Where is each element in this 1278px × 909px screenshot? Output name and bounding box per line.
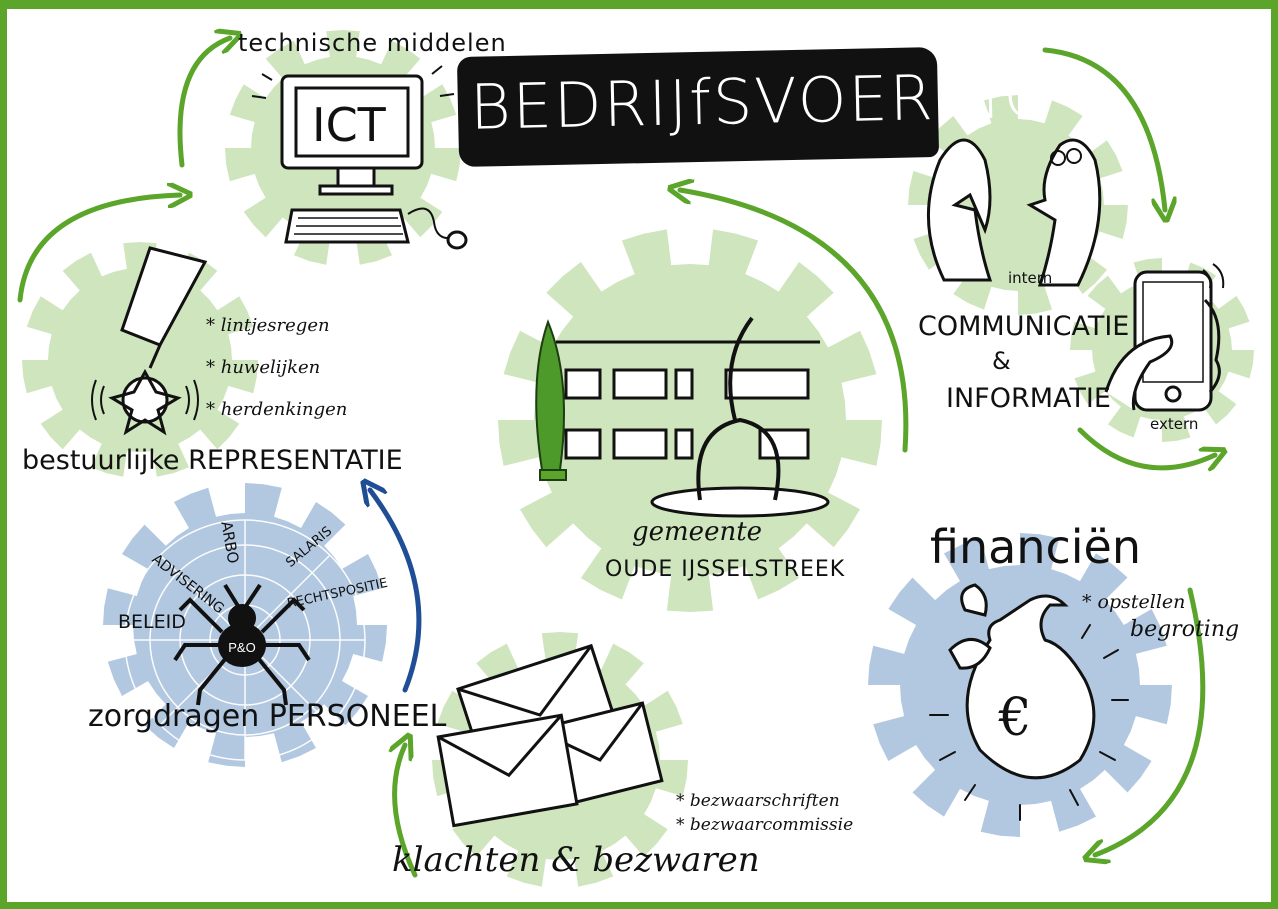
gear-gemeente <box>498 229 882 612</box>
repr-item-1: * lintjesregen <box>206 315 330 336</box>
page-title: BEDRIJfSVOERING <box>469 58 1055 144</box>
financien-title: financiën <box>930 520 1141 574</box>
extern-label: extern <box>1150 415 1199 433</box>
arrow-repr-to-ict <box>17 195 180 303</box>
arrow-klachten-up <box>395 745 418 878</box>
repr-item-3: * herdenkingen <box>206 399 348 420</box>
ict-screen-label: ICT <box>312 98 386 152</box>
gear-representatie <box>22 242 258 477</box>
arrow-top-right <box>1042 47 1165 210</box>
repr-caption: bestuurlijke REPRESENTATIE <box>22 445 403 476</box>
spider-icon <box>173 583 311 706</box>
intern-label: intern <box>1008 269 1053 287</box>
town-hall-building-icon <box>556 316 830 518</box>
arrow-ict-up <box>177 38 230 168</box>
two-people-talking-icon <box>927 138 1102 287</box>
spider-label: P&O <box>228 640 255 655</box>
personeel-caption: zorgdragen PERSONEEL <box>88 699 447 734</box>
poplar-tree-icon <box>535 319 567 481</box>
gemeente-line1: gemeente <box>632 517 763 547</box>
communicatie-line3: INFORMATIE <box>946 383 1111 414</box>
money-bag-ray-icons <box>929 624 1129 821</box>
envelopes-icon <box>436 643 664 828</box>
money-bag-icon <box>948 583 1096 780</box>
repr-item-2: * huwelijken <box>206 357 321 378</box>
ict-caption: technische middelen <box>238 29 507 57</box>
communicatie-line1: COMMUNICATIE <box>918 311 1130 342</box>
euro-symbol: € <box>997 688 1031 748</box>
gemeente-line2: OUDE IJSSELSTREEK <box>605 557 846 582</box>
klachten-item-2: * bezwaarcommissie <box>676 815 854 835</box>
smartphone-icon <box>1104 263 1225 412</box>
klachten-item-1: * bezwaarschriften <box>676 791 840 811</box>
medal-icon <box>91 246 208 436</box>
screen-ray-icons <box>251 65 455 99</box>
arrow-personeel-up <box>370 490 422 693</box>
communicatie-line2: & <box>992 347 1011 375</box>
arrow-fin-down <box>1095 587 1206 855</box>
arrow-comm-bottom <box>1077 427 1215 468</box>
computer-icon <box>280 74 468 250</box>
arrow-center <box>680 190 909 453</box>
klachten-caption: klachten & bezwaren <box>392 840 760 880</box>
web-word-beleid: BELEID <box>118 611 186 633</box>
financien-item-line2: begroting <box>1130 617 1240 642</box>
financien-item-line1: * opstellen <box>1082 591 1186 613</box>
